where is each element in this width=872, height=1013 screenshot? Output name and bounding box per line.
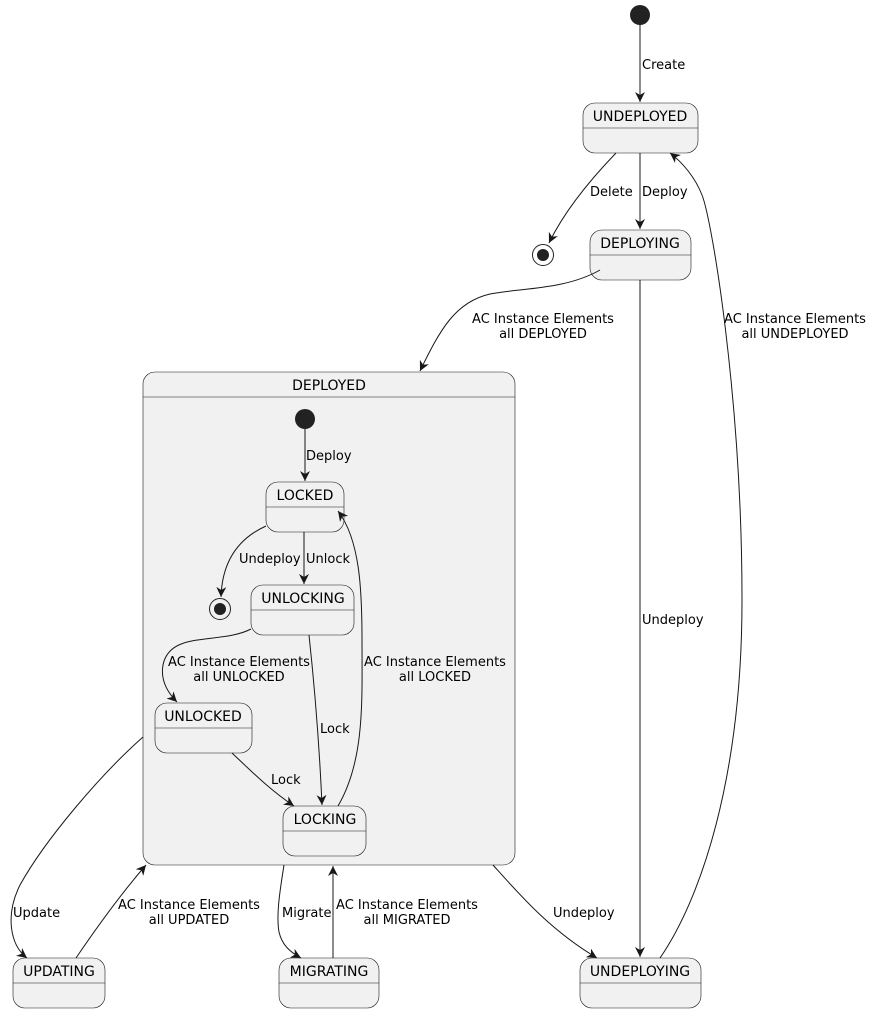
edge-lock-from-unlocked <box>231 752 295 807</box>
edge-deploying-deployed <box>419 269 601 372</box>
final-state-inner <box>209 598 231 620</box>
edge-label-unlocked-1: AC Instance Elements <box>168 655 310 670</box>
edge-lock-from-unlocking <box>308 634 327 806</box>
edge-unlocking-unlocked <box>161 628 252 703</box>
edge-label-locked-2: all LOCKED <box>399 670 471 685</box>
edge-label-migrate: Migrate <box>282 906 332 921</box>
edge-inner-undeploy <box>216 525 267 598</box>
edge-migrate <box>277 864 302 959</box>
edge-label-delete: Delete <box>590 185 633 200</box>
state-updating: UPDATING <box>12 957 106 1009</box>
state-deployed-label: DEPLOYED <box>292 378 366 394</box>
edge-label-inner-deploy: Deploy <box>306 449 352 464</box>
edge-label-deployed-2: all DEPLOYED <box>499 327 587 342</box>
edge-label-undeployed-2: all UNDEPLOYED <box>741 327 848 342</box>
edge-update <box>10 736 144 959</box>
edge-label-updated-2: all UPDATED <box>149 913 230 928</box>
edge-label-update: Update <box>13 906 60 921</box>
state-undeployed: UNDEPLOYED <box>582 102 699 154</box>
edge-locking-locked <box>337 510 363 807</box>
edge-label-undeploy-deployed: Undeploy <box>553 906 615 921</box>
state-unlocking-label: UNLOCKING <box>261 591 344 607</box>
state-undeploying-label: UNDEPLOYING <box>590 964 690 980</box>
edge-label-lock-unlocking: Lock <box>320 722 350 737</box>
edge-label-create: Create <box>642 58 685 73</box>
state-locked: LOCKED <box>265 481 345 533</box>
state-locked-label: LOCKED <box>277 488 334 504</box>
state-updating-label: UPDATING <box>23 964 95 980</box>
state-unlocked-label: UNLOCKED <box>164 709 242 725</box>
edge-label-migrated-1: AC Instance Elements <box>336 898 478 913</box>
state-migrating-label: MIGRATING <box>290 964 369 980</box>
edge-label-unlock: Unlock <box>306 552 350 567</box>
state-locking-label: LOCKING <box>294 812 357 828</box>
state-migrating: MIGRATING <box>278 957 380 1009</box>
edge-label-undeployed-1: AC Instance Elements <box>724 312 866 327</box>
edge-label-deployed-1: AC Instance Elements <box>472 312 614 327</box>
state-deploying: DEPLOYING <box>589 229 692 281</box>
edge-undeploying-undeployed <box>659 152 743 959</box>
edge-label-unlocked-2: all UNLOCKED <box>193 670 284 685</box>
edge-undeploy-deployed <box>492 864 598 959</box>
edge-label-lock-unlocked: Lock <box>271 773 301 788</box>
initial-state <box>630 5 650 25</box>
edge-updating-deployed <box>75 864 147 959</box>
state-unlocked: UNLOCKED <box>154 702 253 754</box>
final-state-outer <box>532 244 554 266</box>
edge-label-updated-1: AC Instance Elements <box>118 898 260 913</box>
state-unlocking: UNLOCKING <box>250 584 355 636</box>
initial-state-inner <box>295 409 315 429</box>
edge-label-undeploy-deploying: Undeploy <box>642 613 704 628</box>
edge-label-locked-1: AC Instance Elements <box>364 655 506 670</box>
edge-label-inner-undeploy: Undeploy <box>239 552 301 567</box>
edge-label-deploy: Deploy <box>642 185 688 200</box>
state-deploying-label: DEPLOYING <box>600 236 680 252</box>
edge-delete <box>548 152 617 244</box>
state-undeployed-label: UNDEPLOYED <box>593 109 688 125</box>
state-locking: LOCKING <box>282 805 367 857</box>
edge-label-migrated-2: all MIGRATED <box>363 913 450 928</box>
state-undeploying: UNDEPLOYING <box>579 957 702 1009</box>
